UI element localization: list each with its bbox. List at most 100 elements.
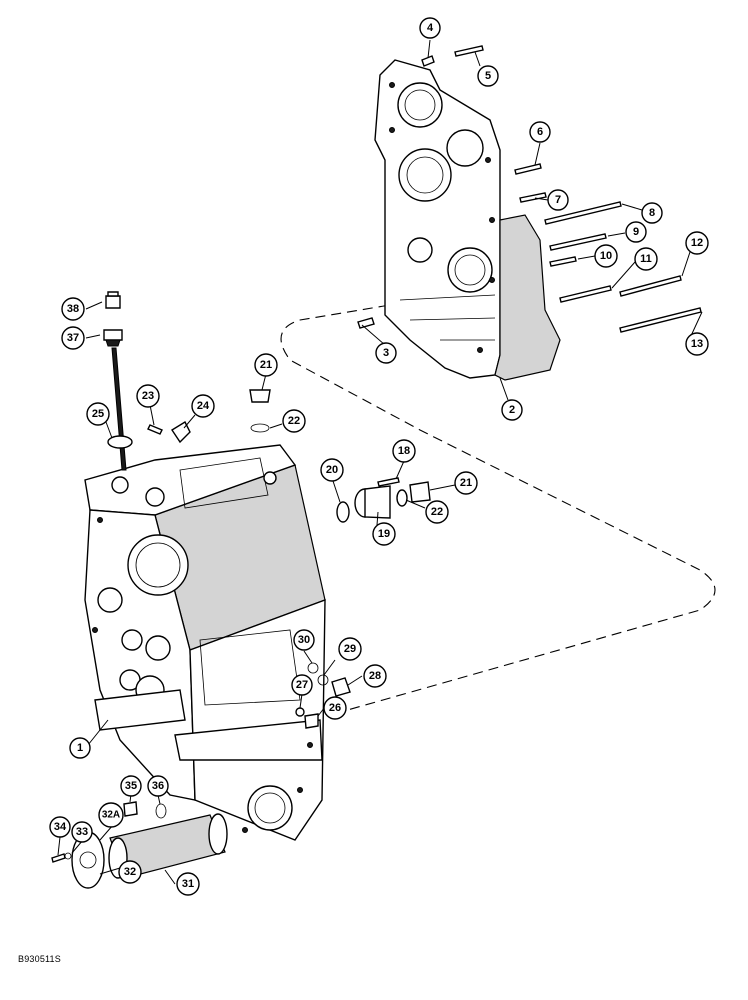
main-transmission-housing — [84, 444, 326, 841]
callout-8: 8 — [641, 202, 663, 224]
callout-10-label: 10 — [600, 250, 612, 262]
callout-19-label: 19 — [378, 528, 390, 540]
callout-1-label: 1 — [77, 742, 83, 754]
washer-29 — [317, 674, 329, 686]
callout-11: 11 — [634, 247, 658, 271]
callout-19: 19 — [372, 522, 396, 546]
callout-3-label: 3 — [383, 347, 389, 359]
callout-35: 35 — [120, 775, 142, 797]
oring-22-top — [250, 423, 270, 433]
callout-23: 23 — [136, 384, 160, 408]
oring-22-side — [396, 489, 408, 507]
callout-33-label: 33 — [76, 826, 88, 838]
callout-10: 10 — [594, 244, 618, 268]
callout-4-label: 4 — [427, 22, 434, 34]
washer-30 — [307, 662, 319, 674]
callout-34: 34 — [49, 816, 71, 838]
callout-29: 29 — [338, 637, 362, 661]
callout-21-top: 21 — [254, 353, 278, 377]
plug-26 — [304, 713, 319, 729]
callout-34-label: 34 — [54, 821, 67, 833]
callout-32a: 32A — [98, 802, 124, 828]
callout-23-label: 23 — [142, 390, 154, 402]
callout-32-label: 32 — [124, 866, 136, 878]
callout-5: 5 — [477, 65, 499, 87]
callout-28: 28 — [363, 664, 387, 688]
callout-36: 36 — [147, 775, 169, 797]
callout-22-top-label: 22 — [288, 415, 300, 427]
callout-32: 32 — [118, 860, 142, 884]
callout-37-label: 37 — [67, 332, 79, 344]
callout-29-label: 29 — [344, 643, 356, 655]
callout-5-label: 5 — [485, 70, 491, 82]
callout-35-label: 35 — [125, 780, 137, 792]
callout-25-label: 25 — [92, 408, 104, 420]
callout-12: 12 — [685, 231, 709, 255]
callout-7-label: 7 — [555, 194, 561, 206]
callout-31-label: 31 — [182, 878, 194, 890]
callout-22-side: 22 — [425, 500, 449, 524]
callout-2: 2 — [501, 399, 523, 421]
callout-36-label: 36 — [152, 780, 164, 792]
callout-26-label: 26 — [329, 702, 341, 714]
callout-24: 24 — [191, 394, 215, 418]
callout-20: 20 — [320, 458, 344, 482]
screw-34 — [51, 853, 66, 863]
callout-21-top-label: 21 — [260, 359, 272, 371]
callout-26: 26 — [323, 696, 347, 720]
dipstick — [111, 347, 127, 471]
callout-27: 27 — [291, 674, 313, 696]
callout-38: 38 — [61, 297, 85, 321]
callout-25: 25 — [86, 402, 110, 426]
callout-30-label: 30 — [298, 634, 310, 646]
callouts: 1 2 3 4 5 6 7 8 9 10 11 12 13 18 19 20 2… — [49, 17, 709, 896]
callout-28-label: 28 — [369, 670, 381, 682]
screw-18 — [377, 477, 400, 487]
plug-35 — [123, 801, 138, 817]
rear-cover-bolts — [357, 45, 702, 333]
callout-12-label: 12 — [691, 237, 703, 249]
callout-31: 31 — [176, 872, 200, 896]
callout-30: 30 — [293, 629, 315, 651]
oring-20 — [336, 501, 350, 523]
bracket-24 — [171, 421, 191, 444]
callout-2-label: 2 — [509, 404, 515, 416]
fitting-19 — [354, 485, 391, 519]
callout-18: 18 — [392, 439, 416, 463]
callout-18-label: 18 — [398, 445, 410, 457]
screw-23 — [147, 424, 163, 435]
callout-27-label: 27 — [296, 679, 308, 691]
callout-6: 6 — [529, 121, 551, 143]
callout-8-label: 8 — [649, 207, 655, 219]
callout-37: 37 — [61, 326, 85, 350]
figure-code: B930511S — [18, 954, 61, 964]
callout-13-label: 13 — [691, 338, 703, 350]
callout-24-label: 24 — [197, 400, 210, 412]
callout-9-label: 9 — [633, 226, 639, 238]
plug-21-side — [409, 481, 431, 503]
ball-27 — [295, 707, 305, 717]
callout-22-side-label: 22 — [431, 506, 443, 518]
callout-32a-label: 32A — [102, 810, 120, 821]
callout-7: 7 — [547, 189, 569, 211]
filter-31 — [108, 813, 228, 879]
callout-20-label: 20 — [326, 464, 338, 476]
plug-21-top — [249, 389, 271, 403]
callout-1: 1 — [69, 737, 91, 759]
top-plug-38 — [105, 291, 121, 309]
callout-22-top: 22 — [282, 409, 306, 433]
callout-33: 33 — [71, 821, 93, 843]
callout-3: 3 — [375, 342, 397, 364]
callout-21-side: 21 — [454, 471, 478, 495]
callout-6-label: 6 — [537, 126, 543, 138]
oring-36 — [155, 803, 167, 819]
assembly-dashed-line — [280, 299, 716, 716]
callout-9: 9 — [625, 221, 647, 243]
top-plug-37 — [103, 329, 123, 347]
fitting-28 — [331, 677, 351, 697]
callout-38-label: 38 — [67, 303, 79, 315]
callout-4: 4 — [419, 17, 441, 39]
callout-11-label: 11 — [640, 253, 652, 265]
rear-cover-housing — [374, 59, 561, 381]
